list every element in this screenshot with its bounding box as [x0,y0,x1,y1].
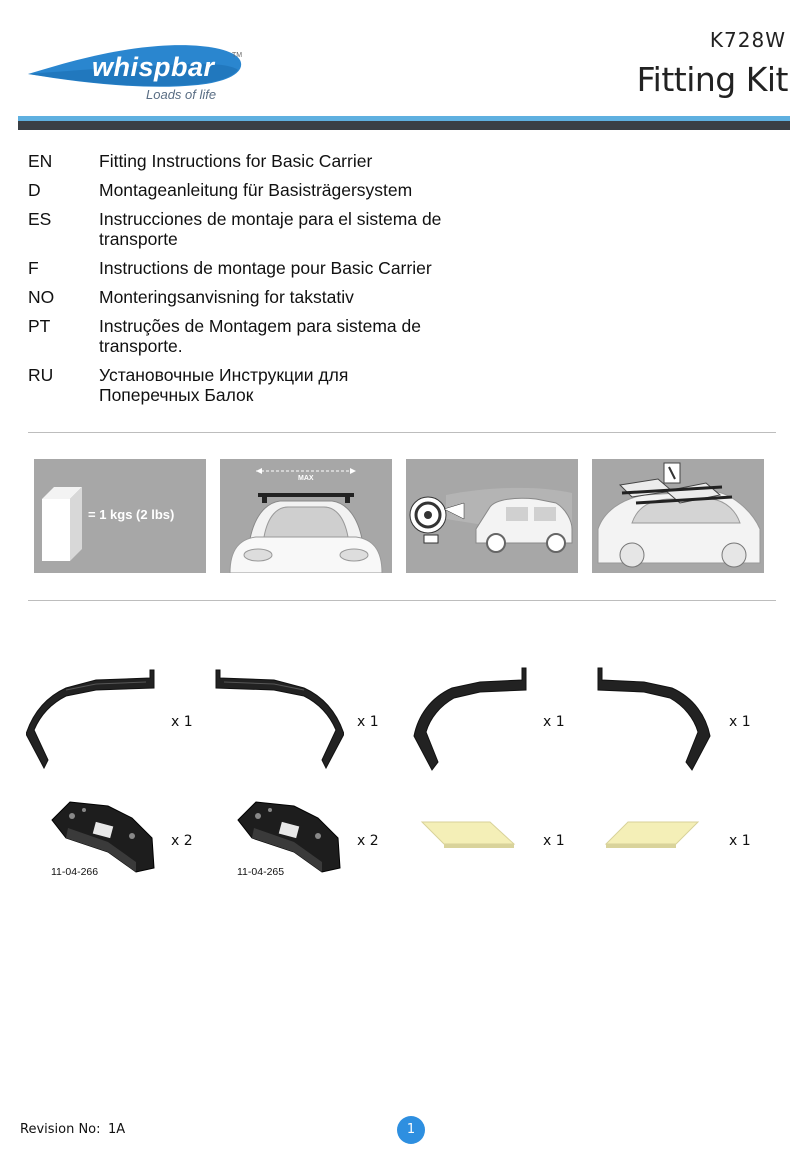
rubber-pad-icon [420,821,516,848]
bracket-right-icon [597,667,711,771]
tagline: Loads of life [146,87,217,102]
panel-tape-measure [406,459,578,573]
car-tape-measure-icon [409,487,573,553]
divider [28,600,776,601]
panel-loaded-roof [592,459,764,573]
panel-car-front: MAX [220,459,392,573]
panel-weight: = 1 kgs (2 lbs) [34,459,206,573]
weight-label: = 1 kgs (2 lbs) [88,507,175,522]
language-code: D [28,180,41,200]
foot-pad-icon [51,801,155,873]
part-quantity: x 1 [543,833,565,849]
language-text: Instructions de montage pour Basic Carri… [99,258,432,278]
language-text: Instrucciones de montaje para el sistema… [99,209,442,249]
language-code: PT [28,316,51,336]
language-text: Instruções de Montagem para sistema de t… [99,316,421,356]
bracket-left-icon [413,667,527,771]
brand-name: whispbar [92,52,215,82]
language-text: Fitting Instructions for Basic Carrier [99,151,373,171]
car-front-bars-icon: MAX [229,468,383,573]
whispbar-logo [28,45,242,87]
revision-value: 1A [108,1122,126,1137]
language-text: Monteringsanvisning for takstativ [99,287,354,307]
language-code: NO [28,287,55,307]
revision-label: Revision No: [20,1122,101,1137]
part-quantity: x 2 [357,833,379,849]
foot-pad-icon [237,801,341,873]
part-number: 11-04-265 [237,866,285,878]
language-code: EN [28,151,53,171]
part-quantity: x 1 [357,714,379,730]
language-code: F [28,258,39,278]
page-title: Fitting Kit [636,60,789,99]
bracket-right-icon [215,669,344,770]
car-loaded-roof-icon [597,462,761,568]
part-quantity: x 1 [729,833,751,849]
header-dark-bar [18,121,790,130]
language-code: ES [28,209,52,229]
language-text: Установочные Инструкции для Поперечных Б… [99,365,349,405]
part-quantity: x 1 [543,714,565,730]
header-accent-bar [18,116,790,121]
weight-box-icon [42,487,82,561]
language-code: RU [28,365,54,385]
max-label: MAX [298,475,314,482]
rubber-pad-icon [604,821,700,848]
language-text: Montageanleitung für Basisträgersystem [99,180,413,200]
kit-code: K728W [709,28,786,52]
page-number-badge: 1 [397,1116,425,1144]
part-quantity: x 1 [171,714,193,730]
divider [28,432,776,433]
bracket-left-icon [26,669,155,770]
part-quantity: x 1 [729,714,751,730]
trademark: TM [232,52,243,59]
part-quantity: x 2 [171,833,193,849]
part-number: 11-04-266 [51,866,99,878]
